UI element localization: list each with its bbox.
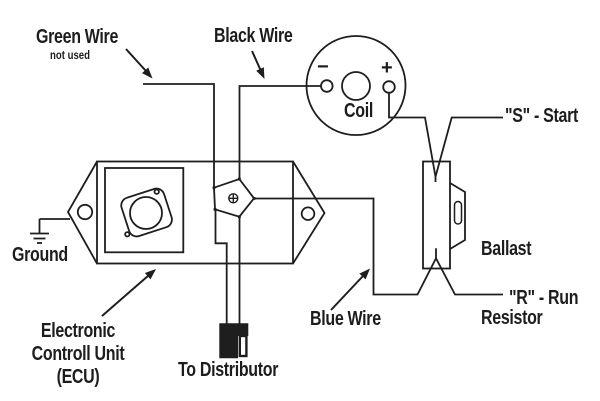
start-terminal-label: "S" - Start (505, 105, 578, 127)
distributor-wire-left (214, 209, 228, 324)
coil-label: Coil (344, 100, 373, 122)
blue-wire-label: Blue Wire (310, 308, 381, 330)
ecu-right-mount-hole (300, 206, 316, 221)
coil-plus-to-ballast-wire (388, 93, 437, 182)
ecu-case (96, 160, 294, 265)
ground-symbol (30, 219, 49, 244)
ballast-body (422, 160, 451, 270)
ecu-gasket-screw-hole-top (153, 188, 160, 195)
ballast-side-tab (449, 182, 466, 250)
pentagon-outline (213, 177, 256, 218)
to-distributor-label: To Distributor (178, 359, 279, 381)
distributor-connector (219, 323, 249, 359)
ecu-gasket-opening (129, 196, 163, 230)
black-wire-arrow (251, 50, 265, 79)
ecu-label-line2: Controll Unit (31, 343, 125, 365)
coil-plus-sign: + (381, 57, 393, 79)
green-wire-label: Green Wire (36, 26, 119, 48)
annotation-arrows (101, 48, 370, 317)
ecu-left-mount-hole (76, 203, 94, 221)
coil-body (305, 35, 407, 136)
wires (39, 83, 503, 324)
black-wire-label: Black Wire (214, 25, 293, 47)
coil-center-tower (341, 71, 371, 101)
blue-wire-arrow (330, 268, 370, 311)
ecu-label-line3: (ECU) (56, 366, 100, 388)
ecu-label-line1: Electronic (40, 320, 116, 342)
ballast-slot (453, 200, 463, 225)
ecu-label: Electronic Controll Unit (ECU) (22, 320, 134, 389)
ecu-body (66, 160, 326, 265)
ballast-resistor-label: Ballast Resistor (481, 192, 543, 376)
ecu-gasket-screw-hole-bottom (124, 231, 131, 238)
coil-minus-sign: − (317, 56, 329, 78)
distributor-plug-prong (238, 334, 248, 358)
coil-minus-terminal (320, 79, 334, 93)
ecu-left-mount-tab (66, 161, 98, 264)
pentagon-pins (212, 177, 256, 219)
distributor-plug-body (219, 323, 249, 359)
start-terminal-wire (434, 116, 503, 177)
green-wire-note: not used (50, 48, 90, 62)
ballast-resistor-label-line2: Resistor (481, 307, 543, 329)
coil-symbol (305, 35, 407, 136)
pentagon-center-screw-cross (228, 193, 238, 203)
ecu-gasket-plate (120, 187, 173, 238)
ballast-resistor-label-line1: Ballast (481, 238, 532, 260)
ecu-inner-panel (104, 167, 185, 254)
ballast-resistor-symbol (422, 160, 466, 270)
green-wire-arrow (125, 48, 153, 79)
green-wire-line (143, 83, 215, 188)
run-terminal-label: "R" - Run (509, 287, 579, 309)
ecu-arrow (101, 269, 156, 317)
blue-wire-line (254, 197, 437, 296)
ecu-right-mount-tab (292, 161, 326, 264)
ecu-pentagon-connector (212, 177, 256, 219)
ground-label: Ground (12, 244, 68, 266)
coil-plus-terminal (382, 80, 396, 94)
run-terminal-wire (435, 257, 503, 296)
black-wire-line (238, 85, 321, 179)
